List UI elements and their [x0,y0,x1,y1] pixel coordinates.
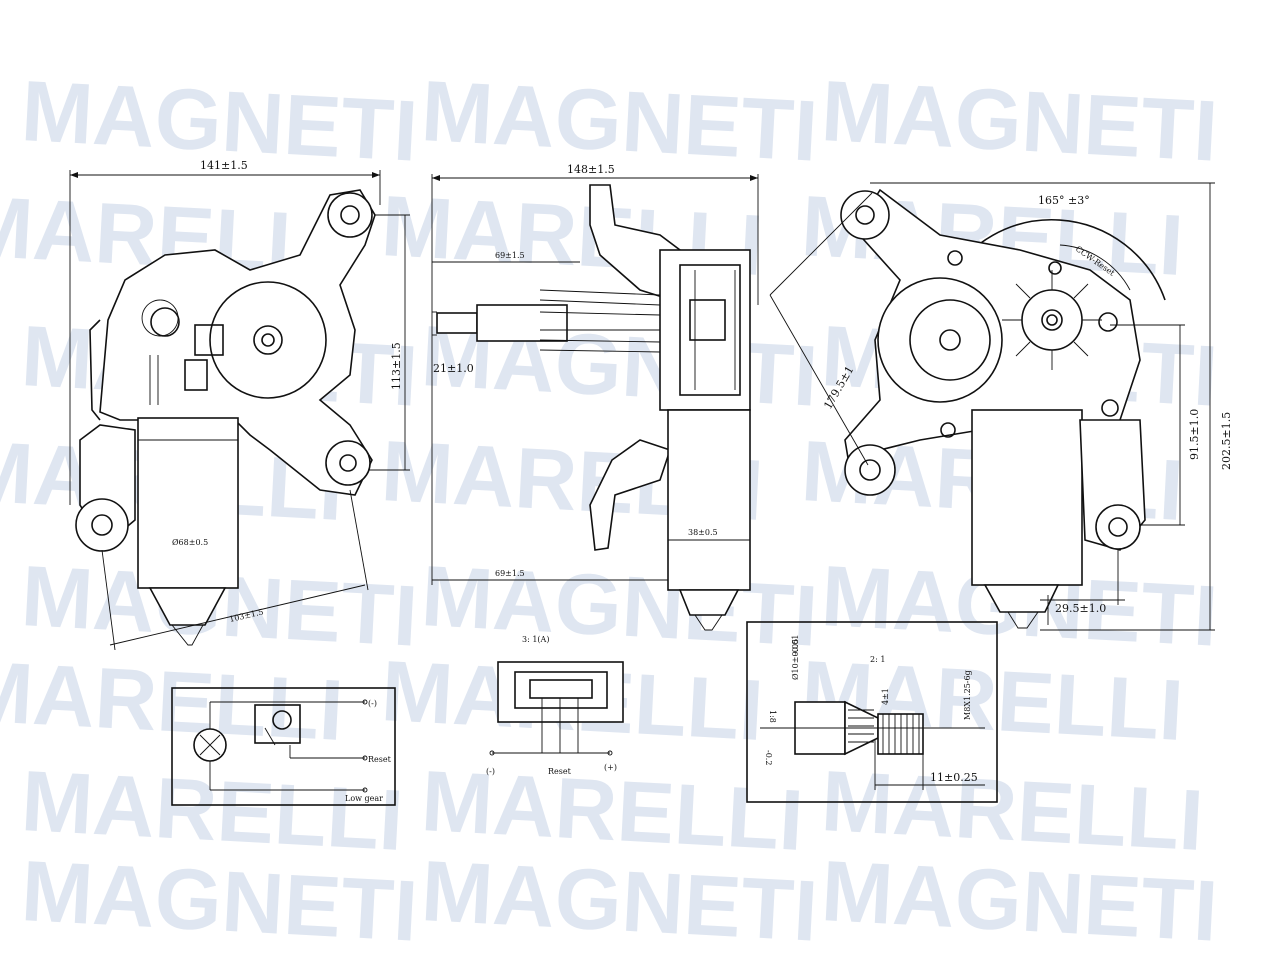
dim-rear-offset: 29.5±1.0 [1055,602,1106,615]
dim-side-width: 148±1.5 [567,163,615,176]
watermark-text: MARELLI [819,753,1206,869]
wire-low-gear-label: Low gear [345,794,383,803]
side-view: 148±1.5 69±1.5 21±1.0 38±0.5 69±1.5 [431,163,759,631]
dim-side-upper: 69±1.5 [495,251,525,260]
dim-shaft-side: -0.2 [764,750,773,765]
watermark-text: MAGNETI [819,63,1220,180]
watermark-text: MARELLI [419,753,806,869]
dim-shaft-length: 11±0.25 [930,771,978,784]
dim-width: 141±1.5 [200,159,248,172]
dim-shaft-dia: Ø10±0.05 [791,639,800,680]
watermark-text: MAGNETI [419,548,820,665]
watermark-text: MARELLI [19,753,406,869]
watermark-text: MAGNETI [19,63,420,180]
dim-shaft: 21±1.0 [433,362,474,375]
wire-reset-label: Reset [368,755,392,764]
rear-view: 202.5±1.5 165° ±3° CCW-Reset [769,182,1233,631]
dim-shaft-tol: -0.01 [791,634,800,655]
watermark-text: MAGNETI [819,843,1220,960]
connector-plus-label: (+) [604,763,617,772]
connector-minus-label: (-) [486,767,495,776]
shaft-scale: 2: 1 [870,655,885,664]
watermark-text: MARELLI [0,643,346,759]
wire-minus-label: (-) [368,699,377,708]
watermark-text: MAGNETI [19,843,420,960]
front-view: 141±1.5 113±1.5 Ø68±0.5 [69,159,410,651]
dim-rear-height-a: 91.5±1.0 [1188,409,1201,460]
connector-scale: 3: 1(A) [522,635,549,644]
dim-angle: 165° ±3° [1038,194,1090,207]
dim-side-lower: 69±1.5 [495,569,525,578]
dim-shaft-cone: 1:8 [768,710,777,723]
connector-diagram: 3: 1(A) (-) Reset (+) [486,635,624,776]
wiring-diagram: (-) Reset Low gear [171,687,396,806]
shaft-detail: 2: 1 11±0.25 Ø10±0.05 -0.01 M8X1.25-6g 4… [746,621,998,803]
dim-shaft-t: 4±1 [881,688,890,705]
dim-height: 113±1.5 [390,342,403,390]
dim-motor-dia: Ø68±0.5 [172,538,208,547]
dim-side-motor: 38±0.5 [688,528,718,537]
watermark-text: MAGNETI [419,843,820,960]
watermark-text: MAGNETI [419,63,820,180]
dim-rear-height-b: 202.5±1.5 [1220,412,1233,470]
connector-reset-label: Reset [548,767,572,776]
dim-shaft-thread: M8X1.25-6g [963,670,972,720]
